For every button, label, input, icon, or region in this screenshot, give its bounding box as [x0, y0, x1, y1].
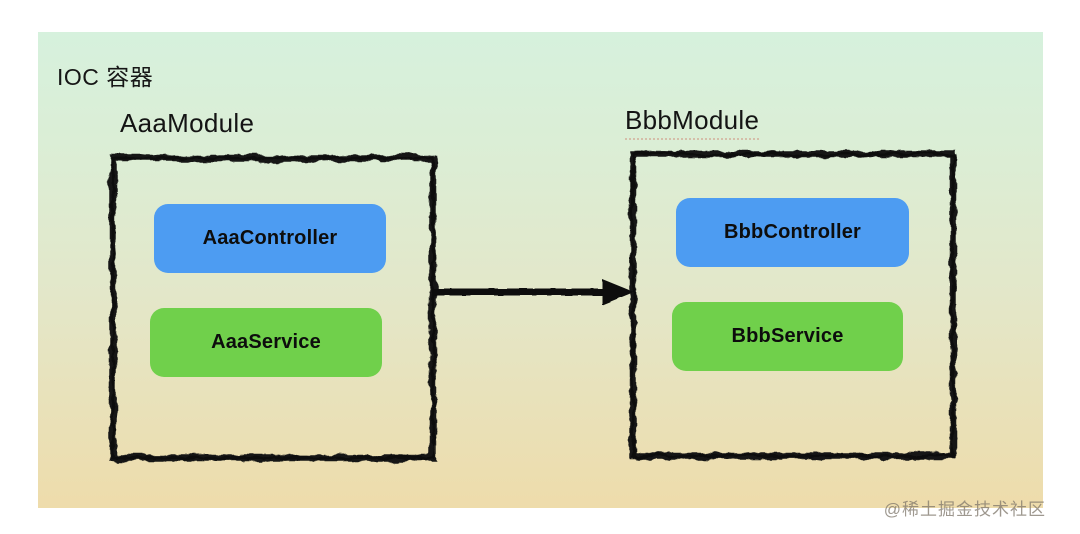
module-aaa-label: AaaModule: [120, 108, 255, 138]
module-aaa-border: [109, 154, 437, 462]
dependency-arrow: [430, 272, 636, 312]
bbb-controller-box: BbbController: [676, 198, 909, 267]
aaa-controller-box: AaaController: [154, 204, 386, 273]
module-aaa: [103, 148, 443, 466]
diagram-title: IOC 容器: [57, 64, 154, 90]
bbb-service-box: BbbService: [672, 302, 903, 371]
module-bbb-label: BbbModule: [625, 105, 760, 140]
watermark: @稀土掘金技术社区: [883, 500, 1046, 519]
aaa-service-box: AaaService: [150, 308, 382, 377]
arrow-icon: [432, 279, 634, 305]
